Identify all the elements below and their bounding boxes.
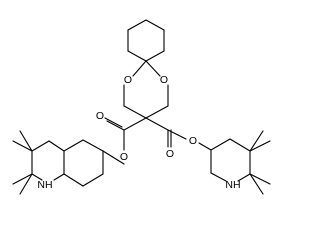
right-ester-group [145,117,212,151]
ester-oxygen-right-label: O [189,135,197,147]
left-piperidine-ring [31,139,104,187]
amine-nitrogen-left-label: NH [37,179,52,191]
amine-nitrogen-right-label: NH [225,179,240,191]
atom-labels: O O O O O O NH NH [37,74,240,191]
carbonyl-oxygen-right-label: O [166,148,174,160]
ester-oxygen-left-label: O [120,151,128,163]
cyclohexane-ring [127,19,165,62]
carbonyl-oxygen-left-label: O [96,110,104,122]
ring-oxygen-left-label: O [124,74,132,86]
chemical-structure-diagram: O O O O O O NH NH [12,19,271,195]
dioxane-ring [123,60,169,119]
right-piperidine-ring [210,138,251,182]
ring-oxygen-right-label: O [160,74,168,86]
left-methyl-groups [12,130,33,195]
left-ester-group [102,117,147,165]
right-methyl-groups [249,130,271,195]
